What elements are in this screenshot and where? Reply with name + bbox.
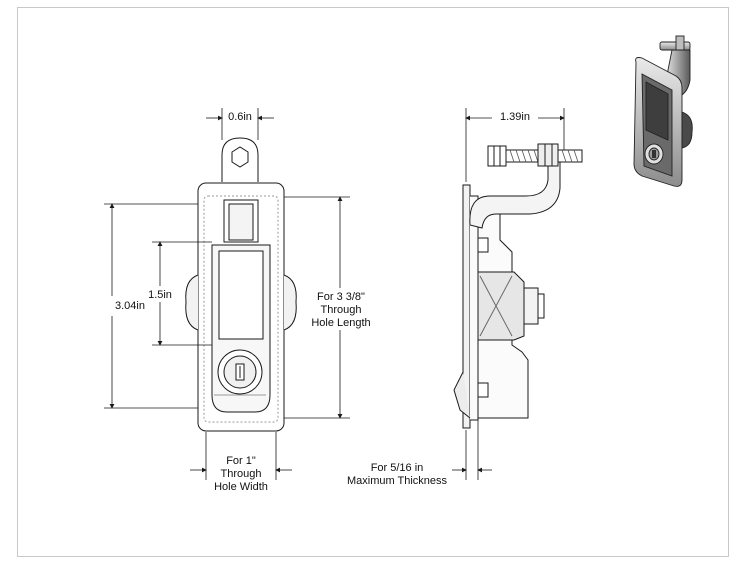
side-dimensions (452, 108, 565, 480)
dim-top-width-label: 0.6in (228, 111, 252, 123)
dim-hole-length-line3: Hole Length (311, 317, 371, 329)
dim-hole-width-line2: Through (220, 468, 262, 480)
right-ear (283, 274, 297, 331)
flange-inner (203, 195, 279, 423)
threaded-bolt (487, 143, 583, 167)
dim-hole-length-line2: Through (320, 304, 362, 316)
hex-nut (231, 146, 249, 168)
dim-thickness-line1: For 5/16 in (370, 462, 424, 474)
dim-overall-height-label: 3.04in (115, 300, 145, 312)
dim-thickness-line2: Maximum Thickness (346, 475, 448, 487)
isometric-latch-picture (633, 35, 693, 187)
dim-side-width-label: 1.39in (500, 111, 530, 123)
front-view (185, 137, 297, 432)
dim-hole-width-line1: For 1" (226, 455, 256, 467)
side-view (453, 143, 583, 429)
bent-arm (469, 159, 561, 229)
drawing-border (17, 7, 729, 557)
cam-block (477, 271, 525, 341)
dim-hole-width-line3: Hole Width (214, 481, 268, 493)
front-dimensions (104, 108, 350, 480)
dim-handle-height-label: 1.5in (148, 289, 172, 301)
left-ear (185, 274, 199, 331)
panel-plate (462, 184, 471, 429)
dim-hole-length-line1: For 3 3/8" (317, 291, 365, 303)
